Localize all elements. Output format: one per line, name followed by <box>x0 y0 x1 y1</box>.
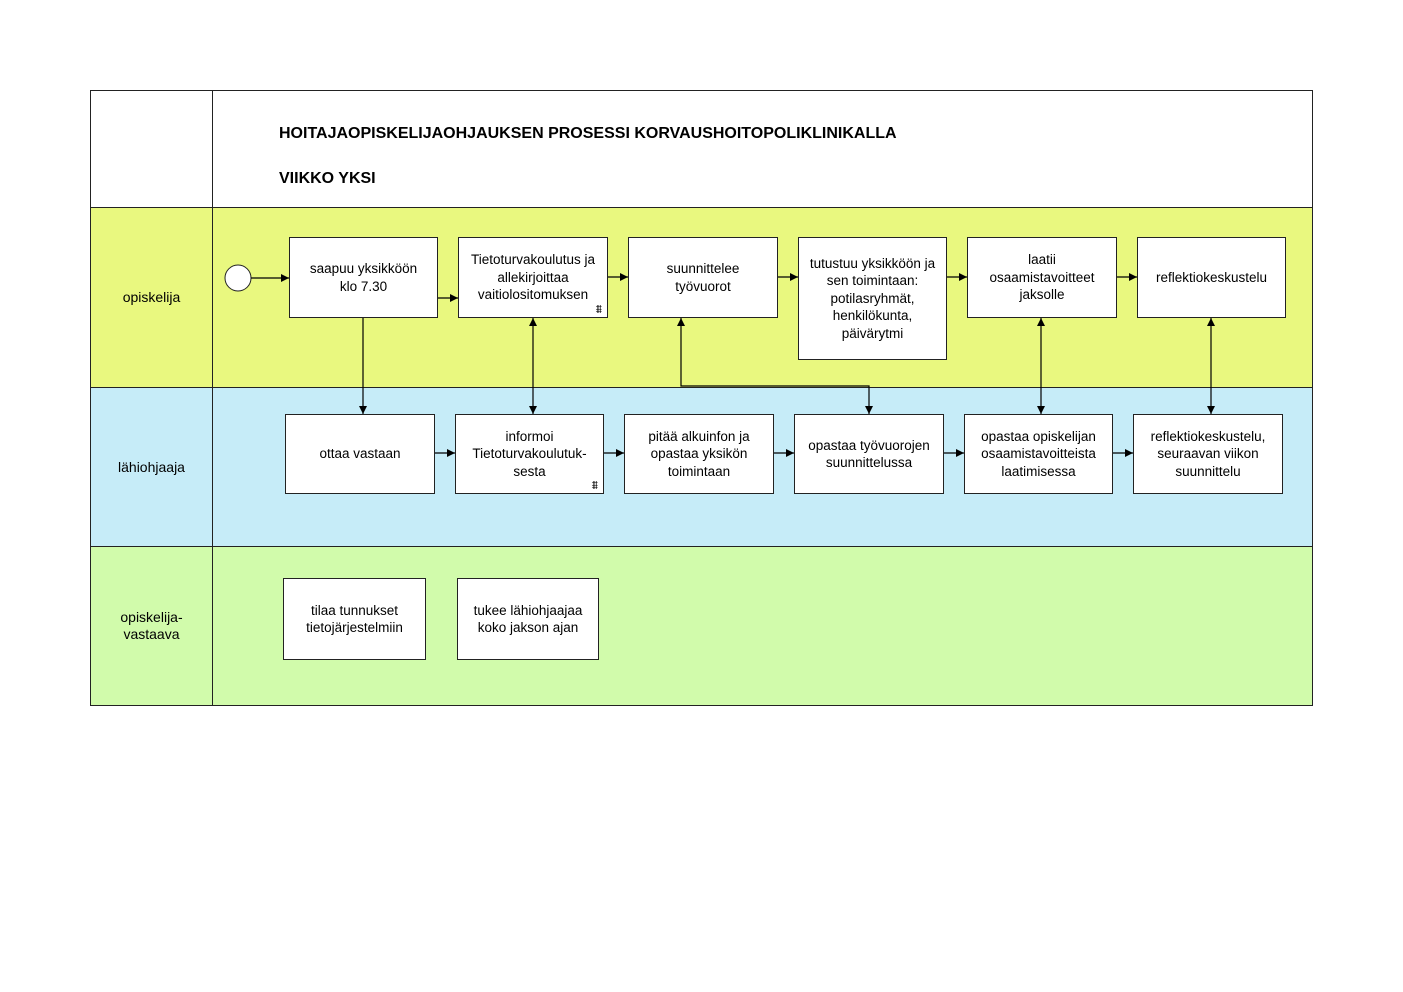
task-reflektiokeskustelu: reflektiokeskustelu <box>1137 237 1286 318</box>
task-opastaa-opiskelijan: opastaa opiskelijan osaamistavoitteista … <box>964 414 1113 494</box>
task-tilaa-tunnukset: tilaa tunnukset tietojärjestelmiin <box>283 578 426 660</box>
task-informoi: informoi Tietoturvakoulutuk- sesta ⩩ <box>455 414 604 494</box>
link-suunnittelee-opastaa <box>677 318 873 414</box>
start-circle-icon <box>224 264 252 292</box>
task-tukee-lahiohjaajaa: tukee lähiohjaajaa koko jakson ajan <box>457 578 599 660</box>
diagram-subtitle: VIIKKO YKSI <box>279 170 376 187</box>
multi-instance-marker-icon: ⩩ <box>595 302 602 316</box>
task-tietoturvakoulutus-label: Tietoturvakoulutus ja allekirjoittaa vai… <box>470 252 596 303</box>
multi-instance-marker-icon: ⩩ <box>591 478 598 492</box>
task-tutustuu: tutustuu yksikköön ja sen toimintaan: po… <box>798 237 947 360</box>
lane-label-opiskelija: opiskelija <box>91 208 213 387</box>
lane-label-lahiohjaaja: lähiohjaaja <box>91 388 213 546</box>
task-ottaa-vastaan: ottaa vastaan <box>285 414 435 494</box>
task-suunnittelee: suunnittelee työvuorot <box>628 237 778 318</box>
task-tietoturvakoulutus: Tietoturvakoulutus ja allekirjoittaa vai… <box>458 237 608 318</box>
task-pitaa-alkuinfon: pitää alkuinfon ja opastaa yksikön toimi… <box>624 414 774 494</box>
task-saapuu: saapuu yksikköön klo 7.30 <box>289 237 438 318</box>
task-informoi-label: informoi Tietoturvakoulutuk- sesta <box>472 428 587 479</box>
header-label-cell <box>91 91 213 207</box>
task-reflektio-seuraava: reflektiokeskustelu, seuraavan viikon su… <box>1133 414 1283 494</box>
task-opastaa-tyovuorojen: opastaa työvuorojen suunnittelussa <box>794 414 944 494</box>
diagram-title: HOITAJAOPISKELIJAOHJAUKSEN PROSESSI KORV… <box>279 125 897 142</box>
task-laatii: laatii osaamistavoitteet jaksolle <box>967 237 1117 318</box>
lane-label-vastaava: opiskelija- vastaava <box>91 547 213 705</box>
